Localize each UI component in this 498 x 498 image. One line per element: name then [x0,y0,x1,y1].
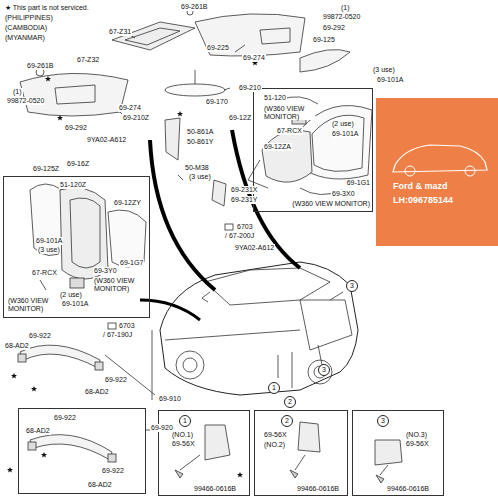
part-label: 69-16Z [66,160,90,168]
part-number: (NO.1) [171,431,194,439]
part-number: 99466-0616B [296,485,340,493]
group-box: 2 69-56X (NO.2) 99466-0616B [254,410,348,496]
callout-number: 2 [284,396,296,408]
group-box: 3 (NO.3)69-56X 99466-0616B [352,410,444,496]
part-label: 69-210Z [122,114,150,122]
part-number: 69-101A [35,237,63,245]
part-label: 69-292 [64,124,88,132]
part-label: 50-861Y [186,138,214,146]
part-number: 69-3X0 [331,190,356,198]
part-label: 69-910 [158,395,182,403]
part-number: 69-101A [331,130,359,138]
part-label: 69-274 [118,104,142,112]
part-number: (2 use) [59,291,83,299]
part-label: 69-231X [230,186,258,194]
part-label: 69-261B [180,3,208,11]
part-label: 6703 [118,322,136,330]
part-label: 69-922 [28,332,52,340]
part-label: 69-274 [242,54,266,62]
part-number: 51-120 [263,94,287,102]
part-number: 51-120Z [59,181,87,189]
part-label: 9YA02-A612 [86,136,127,144]
part-label: (3 use) [372,66,396,74]
callout-number: 1 [179,415,191,427]
group-box: 1 (NO.1)69-56X 99466-0616B [158,410,250,496]
part-label: 67-Z31 [108,28,132,36]
part-number: 99466-0616B [386,485,430,493]
part-label: 69-125 [312,36,336,44]
part-number: (W360 VIEW MONITOR) [291,200,371,208]
part-label: 69-225 [206,44,230,52]
part-label: 67-Z32 [76,56,100,64]
part-number: 69-922 [101,467,125,475]
part-label: 69-231Y [230,196,258,204]
part-number: (2 use) [331,120,355,128]
part-label: (CAMBODIA) [4,24,48,32]
part-label: 69-261B [26,62,54,70]
ad-text: Ford & mazd [392,182,449,192]
part-label: 69-292 [322,24,346,32]
part-number: (W360 VIEW MONITOR) [93,277,143,292]
part-number: (W360 VIEW MONITOR) [263,105,315,120]
part-label: 69-922 [104,376,128,384]
group-box: 51-120Z69-12ZY69-101A(3 use)69-1G767-RCX… [3,176,150,318]
part-label: 6703 [236,223,254,231]
part-label: 69-101A [376,76,404,84]
part-number: 69-56X [263,431,288,439]
ad-panel: Ford & mazdLH:096785144 [376,98,498,246]
part-label: 69-12Z [228,114,252,122]
part-label: (3 use) [188,173,212,181]
part-label: / 67-190J [102,331,133,339]
part-number: (NO.2) [263,441,286,449]
part-label: 99872-0520 [322,13,361,21]
part-number: 69-12ZA [263,143,292,151]
part-label: 9YA02-A612 [234,244,275,252]
part-number: 69-12ZY [113,199,142,207]
callout-number: 1 [268,382,280,394]
part-label: (PHILIPPINES) [4,14,54,22]
part-number: 67-RCX [31,269,58,277]
group-box: 51-120 (W360 VIEW MONITOR) 67-RCX (2 use) 69… [253,88,373,212]
part-label: 69-170 [205,98,229,106]
part-number: (NO.3) [405,431,428,439]
part-label: 50-M38 [184,164,210,172]
callout-number: 3 [377,415,389,427]
part-number: 68-AD2 [25,427,51,435]
part-label: 69-125Z [32,165,60,173]
callout-number: 3 [318,364,330,376]
part-number: (3 use) [37,246,61,254]
ad-text: LH:096785144 [392,196,454,206]
part-label: ★ This part is not serviced. [4,4,90,12]
part-number: (W360 VIEW MONITOR) [7,297,57,312]
part-label: 99872-0520 [6,97,45,105]
part-number: 69-56X [405,440,430,448]
part-label: 69-210 [238,84,262,92]
part-label: (1) [12,88,23,96]
group-box: 69-92268-AD269-92268-AD2 [18,408,146,494]
part-number: 69-101A [61,300,89,308]
part-number: 69-56X [171,440,196,448]
part-label: (MYANMAR) [4,34,46,42]
part-number: 69-1G1 [346,179,371,187]
part-number: 69-3Y0 [93,267,118,275]
callout-number: 2 [281,415,293,427]
part-label: 69-920 [150,424,174,432]
callout-number: 3 [346,280,358,292]
part-label: 68-AD2 [4,342,30,350]
part-label: / 67-200J [224,232,255,240]
part-number: 68-AD2 [87,481,113,489]
part-number: 69-1G7 [119,259,144,267]
part-label: (1) [340,4,351,12]
part-label: 50-861A [186,128,214,136]
part-number: 67-RCX [276,127,303,135]
part-label: 68-AD2 [84,388,110,396]
part-number: 69-922 [53,414,77,422]
part-number: 99466-0616B [193,485,237,493]
